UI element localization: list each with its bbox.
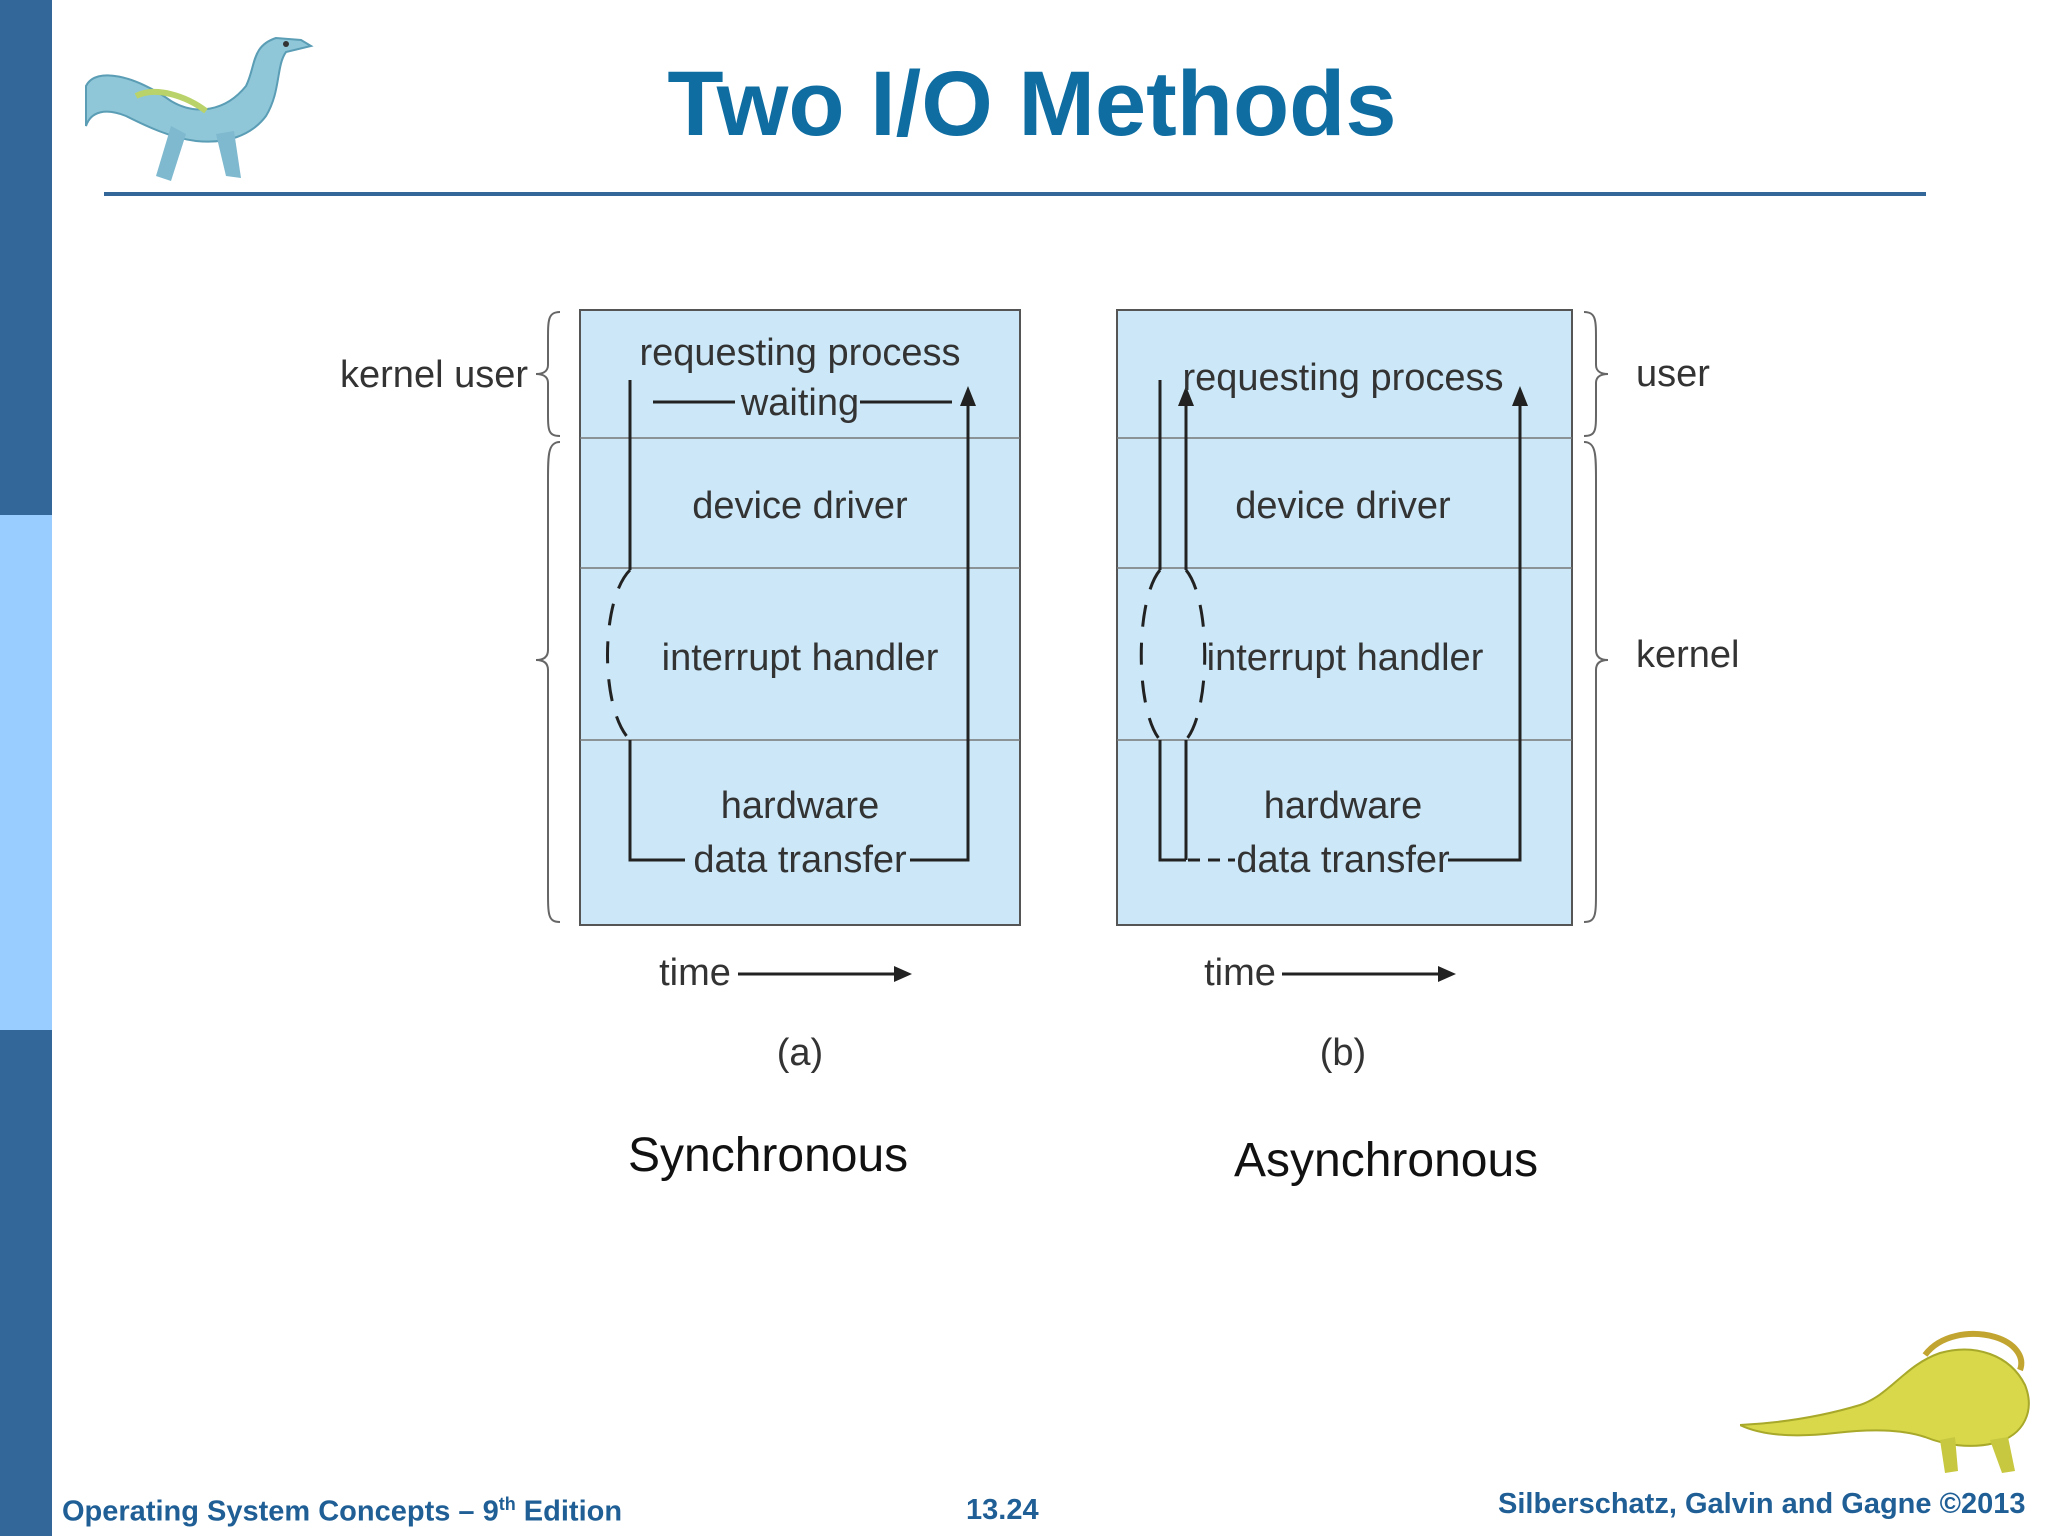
footer-edition-sup: th [498, 1494, 516, 1514]
panel-b-row-device-driver: device driver [1235, 485, 1451, 527]
panel-a-row-requesting-process: requesting process [639, 332, 960, 374]
right-kernel-label: kernel [1636, 634, 1740, 676]
panel-a-row-waiting: waiting [740, 382, 859, 424]
footer-authors: Silberschatz, Galvin and Gagne ©2013 [1498, 1488, 2026, 1520]
io-methods-diagram: requesting process waiting device driver… [340, 309, 1740, 1074]
panel-b: requesting process device driver interru… [1116, 309, 1573, 1074]
panel-b-time-label: time [1204, 952, 1276, 994]
sidebar-bottom [0, 1030, 52, 1536]
panel-a-row-interrupt-handler: interrupt handler [662, 637, 939, 679]
dinosaur-logo-icon [85, 36, 314, 181]
caption-asynchronous: Asynchronous [1234, 1134, 1539, 1187]
left-kernel-user-label: kernel user [340, 354, 528, 396]
left-braces [535, 311, 561, 923]
dinosaur-bottom-icon [1740, 1331, 2030, 1473]
panel-a-row-data-transfer: data transfer [693, 839, 907, 881]
panel-a-row-device-driver: device driver [692, 485, 908, 527]
footer-book-title: Operating System Concepts – 9 [62, 1495, 499, 1528]
slide-title: Two I/O Methods [667, 53, 1397, 155]
panel-b-row-hardware: hardware [1264, 785, 1422, 827]
panel-b-row-interrupt-handler: interrupt handler [1207, 637, 1484, 679]
footer-page-number: 13.24 [966, 1494, 1039, 1526]
panel-a-row-hardware: hardware [721, 785, 879, 827]
panel-a-label: (a) [777, 1032, 823, 1074]
panel-b-box [1116, 309, 1573, 926]
panel-b-time-arrow-icon [1438, 966, 1456, 982]
footer-left: Operating System Concepts – 9th Edition [62, 1494, 622, 1529]
right-user-label: user [1636, 353, 1710, 395]
title-divider [104, 192, 1926, 196]
footer-edition: Edition [515, 1495, 623, 1528]
panel-b-row-requesting-process: requesting process [1182, 357, 1503, 399]
sidebar-top [0, 0, 52, 515]
right-braces [1583, 311, 1609, 923]
panel-a-time-label: time [659, 952, 731, 994]
panel-a-box [579, 309, 1021, 926]
panel-b-label: (b) [1320, 1032, 1366, 1074]
caption-synchronous: Synchronous [628, 1129, 909, 1182]
panel-a-time-arrow-icon [894, 966, 912, 982]
sidebar-middle [0, 515, 52, 1030]
panel-a: requesting process waiting device driver… [579, 309, 1021, 1074]
panel-b-row-data-transfer: data transfer [1236, 839, 1450, 881]
